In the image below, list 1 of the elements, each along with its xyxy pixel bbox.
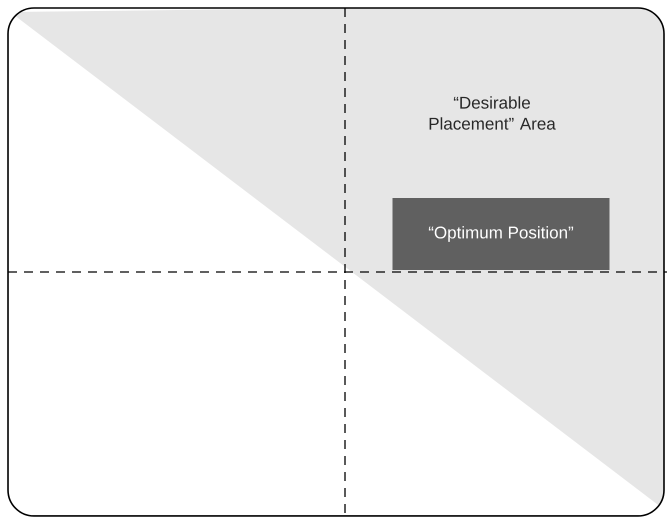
- position-box: “Optimum Position”: [392, 198, 610, 270]
